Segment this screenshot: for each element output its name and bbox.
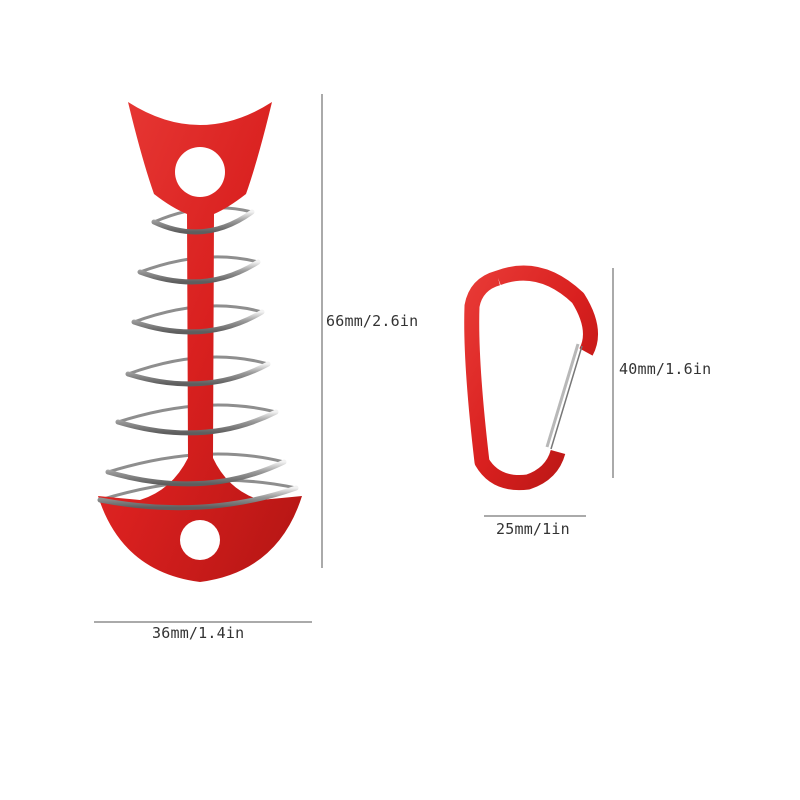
spring-coils-front [97,209,299,511]
peg-bottom-hole [180,520,220,560]
tent-peg [97,102,302,582]
carabiner-body [464,265,598,491]
peg-width-label: 36mm/1.4in [152,624,245,642]
carabiner-gate-shadow [550,345,583,450]
carabiner-gate [545,343,580,448]
peg-body [98,102,302,582]
carabiner [464,265,598,491]
peg-height-label: 66mm/2.6in [326,312,419,330]
carabiner-height-label: 40mm/1.6in [619,360,712,378]
carabiner-width-label: 25mm/1in [496,520,570,538]
dimension-lines [94,94,614,623]
peg-top-hole [175,147,225,197]
